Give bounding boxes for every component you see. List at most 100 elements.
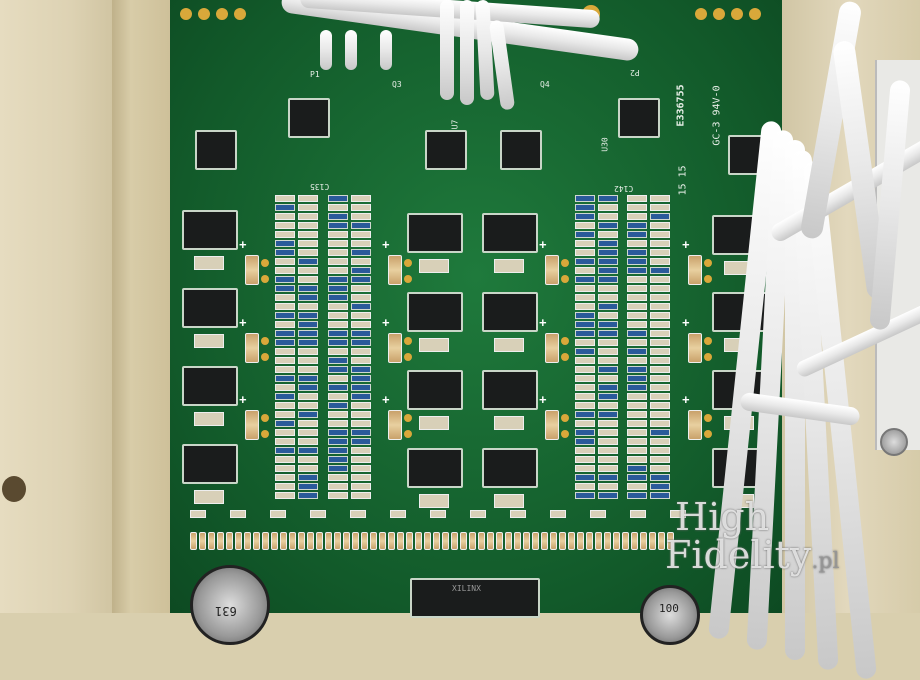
resistor <box>275 213 295 220</box>
resistor <box>298 303 318 310</box>
resistor <box>650 213 670 220</box>
resistor <box>298 375 318 382</box>
capacitor <box>688 410 702 440</box>
capacitor <box>244 532 251 550</box>
resistor <box>328 267 348 274</box>
resistor <box>328 231 348 238</box>
capacitor <box>415 532 422 550</box>
resistor <box>298 402 318 409</box>
resistor <box>627 312 647 319</box>
polarity-mark: + <box>682 392 690 407</box>
resistor <box>328 204 348 211</box>
resistor <box>328 330 348 337</box>
ic-chip <box>407 292 463 332</box>
resistor <box>351 474 371 481</box>
label-c135: C135 <box>310 182 329 191</box>
resistor <box>598 474 618 481</box>
resistor <box>494 338 524 352</box>
resistor <box>351 429 371 436</box>
capacitor <box>226 532 233 550</box>
resistor <box>298 366 318 373</box>
resistor <box>575 249 595 256</box>
capacitor <box>688 255 702 285</box>
resistor <box>494 494 524 508</box>
resistor <box>194 490 224 504</box>
resistor <box>275 456 295 463</box>
resistor <box>627 465 647 472</box>
capacitor <box>514 532 521 550</box>
resistor <box>298 312 318 319</box>
resistor <box>298 348 318 355</box>
polarity-mark: + <box>382 392 390 407</box>
resistor <box>575 294 595 301</box>
resistor <box>598 294 618 301</box>
resistor <box>575 330 595 337</box>
wooden-panel-left <box>0 0 118 613</box>
resistor <box>575 231 595 238</box>
ic-chip <box>500 130 542 170</box>
resistor <box>298 420 318 427</box>
capacitor <box>245 255 259 285</box>
resistor <box>275 258 295 265</box>
resistor <box>419 416 449 430</box>
resistor <box>328 195 348 202</box>
resistor <box>328 366 348 373</box>
resistor <box>275 375 295 382</box>
polarity-mark: + <box>382 315 390 330</box>
resistor <box>298 258 318 265</box>
white-wire <box>380 30 392 70</box>
capacitor <box>334 532 341 550</box>
resistor <box>275 276 295 283</box>
resistor <box>419 338 449 352</box>
resistor <box>298 195 318 202</box>
resistor <box>627 267 647 274</box>
capacitor <box>613 532 620 550</box>
resistor <box>351 231 371 238</box>
capacitor <box>631 532 638 550</box>
capacitor <box>559 532 566 550</box>
solder-pad <box>561 353 569 361</box>
resistor <box>650 375 670 382</box>
capacitor <box>379 532 386 550</box>
capacitor <box>388 532 395 550</box>
resistor <box>627 357 647 364</box>
label-p2: P2 <box>630 68 640 77</box>
capacitor <box>550 532 557 550</box>
resistor <box>575 276 595 283</box>
resistor <box>298 465 318 472</box>
label-q3: Q3 <box>392 80 402 89</box>
capacitor <box>496 532 503 550</box>
resistor <box>351 276 371 283</box>
resistor <box>650 267 670 274</box>
resistor <box>627 204 647 211</box>
resistor <box>328 429 348 436</box>
resistor <box>598 249 618 256</box>
electrolytic-capacitor: 631 <box>190 565 270 645</box>
resistor <box>598 285 618 292</box>
connector-pin <box>216 8 228 20</box>
resistor <box>598 348 618 355</box>
resistor <box>351 195 371 202</box>
resistor <box>298 321 318 328</box>
ic-chip <box>182 288 238 328</box>
label-date: 15 15 <box>678 165 689 195</box>
resistor <box>627 213 647 220</box>
resistor <box>298 384 318 391</box>
resistor <box>275 249 295 256</box>
resistor <box>275 294 295 301</box>
resistor <box>575 285 595 292</box>
resistor <box>650 483 670 490</box>
capacitor <box>532 532 539 550</box>
resistor <box>328 456 348 463</box>
ic-chip <box>182 366 238 406</box>
capacitor <box>280 532 287 550</box>
resistor <box>298 357 318 364</box>
resistor <box>328 420 348 427</box>
resistor <box>627 447 647 454</box>
resistor <box>575 204 595 211</box>
resistor <box>328 447 348 454</box>
capacitor <box>577 532 584 550</box>
resistor <box>275 312 295 319</box>
solder-pad <box>704 337 712 345</box>
capacitor <box>622 532 629 550</box>
